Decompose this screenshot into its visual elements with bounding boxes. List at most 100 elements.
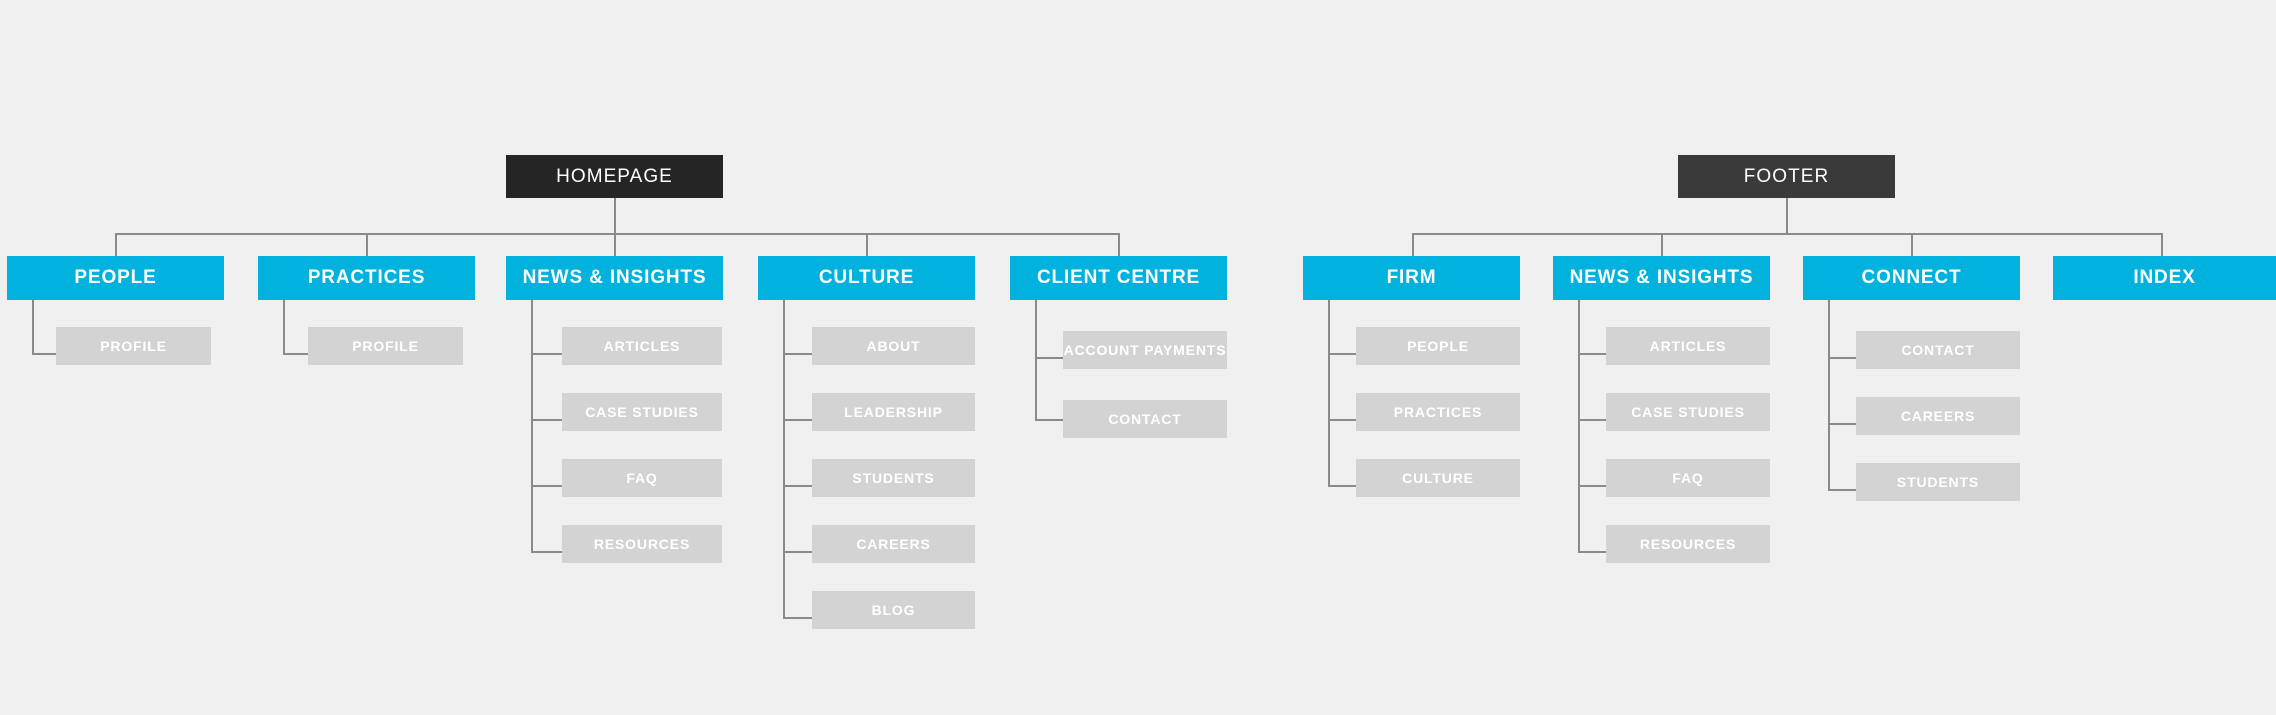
- node-firm-people[interactable]: PEOPLE: [1356, 327, 1520, 365]
- connector-news-insights-child-0: [531, 353, 563, 355]
- node-label: CONTACT: [1901, 342, 1975, 358]
- node-connect-students[interactable]: STUDENTS: [1856, 463, 2020, 501]
- node-index[interactable]: INDEX: [2053, 256, 2276, 300]
- node-label: STUDENTS: [852, 470, 935, 486]
- node-news-insights[interactable]: NEWS & INSIGHTS: [506, 256, 723, 300]
- connector-footer-news-insights-child-2: [1578, 485, 1610, 487]
- node-articles[interactable]: ARTICLES: [562, 327, 722, 365]
- connector-news-insights-child-1: [531, 419, 563, 421]
- connector-culture-child-0: [783, 353, 815, 355]
- node-client-centre[interactable]: CLIENT CENTRE: [1010, 256, 1227, 300]
- node-label: PRACTICES: [307, 267, 426, 288]
- node-label: HOMEPAGE: [556, 165, 673, 187]
- node-label: CASE STUDIES: [1631, 404, 1745, 420]
- node-label: INDEX: [2133, 267, 2196, 288]
- connector-footer-news-insights-child-3: [1578, 551, 1610, 553]
- node-account-payments[interactable]: ACCOUNT PAYMENTS: [1063, 331, 1227, 369]
- connector-drop-practices: [366, 233, 368, 256]
- node-case-studies[interactable]: CASE STUDIES: [562, 393, 722, 431]
- node-people-profile[interactable]: PROFILE: [56, 327, 211, 365]
- connector-culture-child-1: [783, 419, 815, 421]
- node-connect-contact[interactable]: CONTACT: [1856, 331, 2020, 369]
- node-connect[interactable]: CONNECT: [1803, 256, 2020, 300]
- node-practices-profile[interactable]: PROFILE: [308, 327, 463, 365]
- connector-drop-news-insights: [614, 233, 616, 256]
- node-careers[interactable]: CAREERS: [812, 525, 975, 563]
- node-label: PROFILE: [352, 338, 419, 354]
- connector-drop-people: [115, 233, 117, 256]
- node-firm-practices[interactable]: PRACTICES: [1356, 393, 1520, 431]
- connector-connect-child-1: [1828, 423, 1860, 425]
- node-resources[interactable]: RESOURCES: [562, 525, 722, 563]
- node-connect-careers[interactable]: CAREERS: [1856, 397, 2020, 435]
- connector-firm-child-2: [1328, 485, 1360, 487]
- node-label: CONTACT: [1108, 411, 1182, 427]
- node-footer-faq[interactable]: FAQ: [1606, 459, 1770, 497]
- connector-people-child-0: [32, 353, 64, 355]
- connector-practices-spine: [283, 300, 285, 354]
- connector-client-centre-child-0: [1035, 357, 1067, 359]
- connector-connect-child-2: [1828, 489, 1860, 491]
- node-practices[interactable]: PRACTICES: [258, 256, 475, 300]
- node-homepage[interactable]: HOMEPAGE: [506, 155, 723, 198]
- node-culture[interactable]: CULTURE: [758, 256, 975, 300]
- node-footer-resources[interactable]: RESOURCES: [1606, 525, 1770, 563]
- node-label: FOOTER: [1743, 165, 1830, 187]
- node-label: CASE STUDIES: [585, 404, 699, 420]
- node-label: STUDENTS: [1896, 474, 1980, 490]
- node-blog[interactable]: BLOG: [812, 591, 975, 629]
- node-footer-news-insights[interactable]: NEWS & INSIGHTS: [1553, 256, 1770, 300]
- node-label: PEOPLE: [1407, 338, 1469, 354]
- connector-footer-bus: [1412, 233, 2162, 235]
- connector-client-centre-spine: [1035, 300, 1037, 420]
- connector-news-insights-child-2: [531, 485, 563, 487]
- node-footer-case-studies[interactable]: CASE STUDIES: [1606, 393, 1770, 431]
- node-people[interactable]: PEOPLE: [7, 256, 224, 300]
- node-leadership[interactable]: LEADERSHIP: [812, 393, 975, 431]
- node-label: ABOUT: [866, 338, 921, 354]
- connector-people-spine: [32, 300, 34, 354]
- connector-news-insights-child-3: [531, 551, 563, 553]
- node-footer[interactable]: FOOTER: [1678, 155, 1895, 198]
- node-label: NEWS & INSIGHTS: [1569, 267, 1754, 288]
- connector-culture-spine: [783, 300, 785, 618]
- connector-footer-news-insights-child-1: [1578, 419, 1610, 421]
- connector-culture-child-3: [783, 551, 815, 553]
- node-label: RESOURCES: [1639, 536, 1737, 552]
- connector-drop-firm: [1412, 233, 1414, 256]
- node-footer-articles[interactable]: ARTICLES: [1606, 327, 1770, 365]
- connector-homepage-bus: [115, 233, 1119, 235]
- node-label: CLIENT CENTRE: [1036, 267, 1201, 288]
- connector-connect-spine: [1828, 300, 1830, 490]
- connector-drop-footer-news-insights: [1661, 233, 1663, 256]
- connector-footer-news-insights-spine: [1578, 300, 1580, 552]
- node-faq[interactable]: FAQ: [562, 459, 722, 497]
- node-firm-culture[interactable]: CULTURE: [1356, 459, 1520, 497]
- node-label: FAQ: [1672, 470, 1704, 486]
- connector-connect-child-0: [1828, 357, 1860, 359]
- node-client-centre-contact[interactable]: CONTACT: [1063, 400, 1227, 438]
- connector-firm-child-1: [1328, 419, 1360, 421]
- node-about[interactable]: ABOUT: [812, 327, 975, 365]
- node-students[interactable]: STUDENTS: [812, 459, 975, 497]
- connector-drop-connect: [1911, 233, 1913, 256]
- connector-firm-spine: [1328, 300, 1330, 486]
- node-label: RESOURCES: [593, 536, 691, 552]
- node-label: CULTURE: [818, 267, 915, 288]
- node-label: FIRM: [1386, 267, 1437, 288]
- connector-drop-culture: [866, 233, 868, 256]
- node-label: PEOPLE: [74, 267, 157, 288]
- connector-firm-child-0: [1328, 353, 1360, 355]
- connector-culture-child-2: [783, 485, 815, 487]
- node-firm[interactable]: FIRM: [1303, 256, 1520, 300]
- node-label: LEADERSHIP: [844, 404, 943, 420]
- connector-culture-child-4: [783, 617, 815, 619]
- node-label: ACCOUNT PAYMENTS: [1063, 342, 1227, 358]
- connector-news-insights-spine: [531, 300, 533, 552]
- node-label: ARTICLES: [603, 338, 681, 354]
- node-label: PRACTICES: [1393, 404, 1483, 420]
- connector-drop-index: [2161, 233, 2163, 256]
- connector-client-centre-child-1: [1035, 419, 1067, 421]
- node-label: BLOG: [871, 602, 916, 618]
